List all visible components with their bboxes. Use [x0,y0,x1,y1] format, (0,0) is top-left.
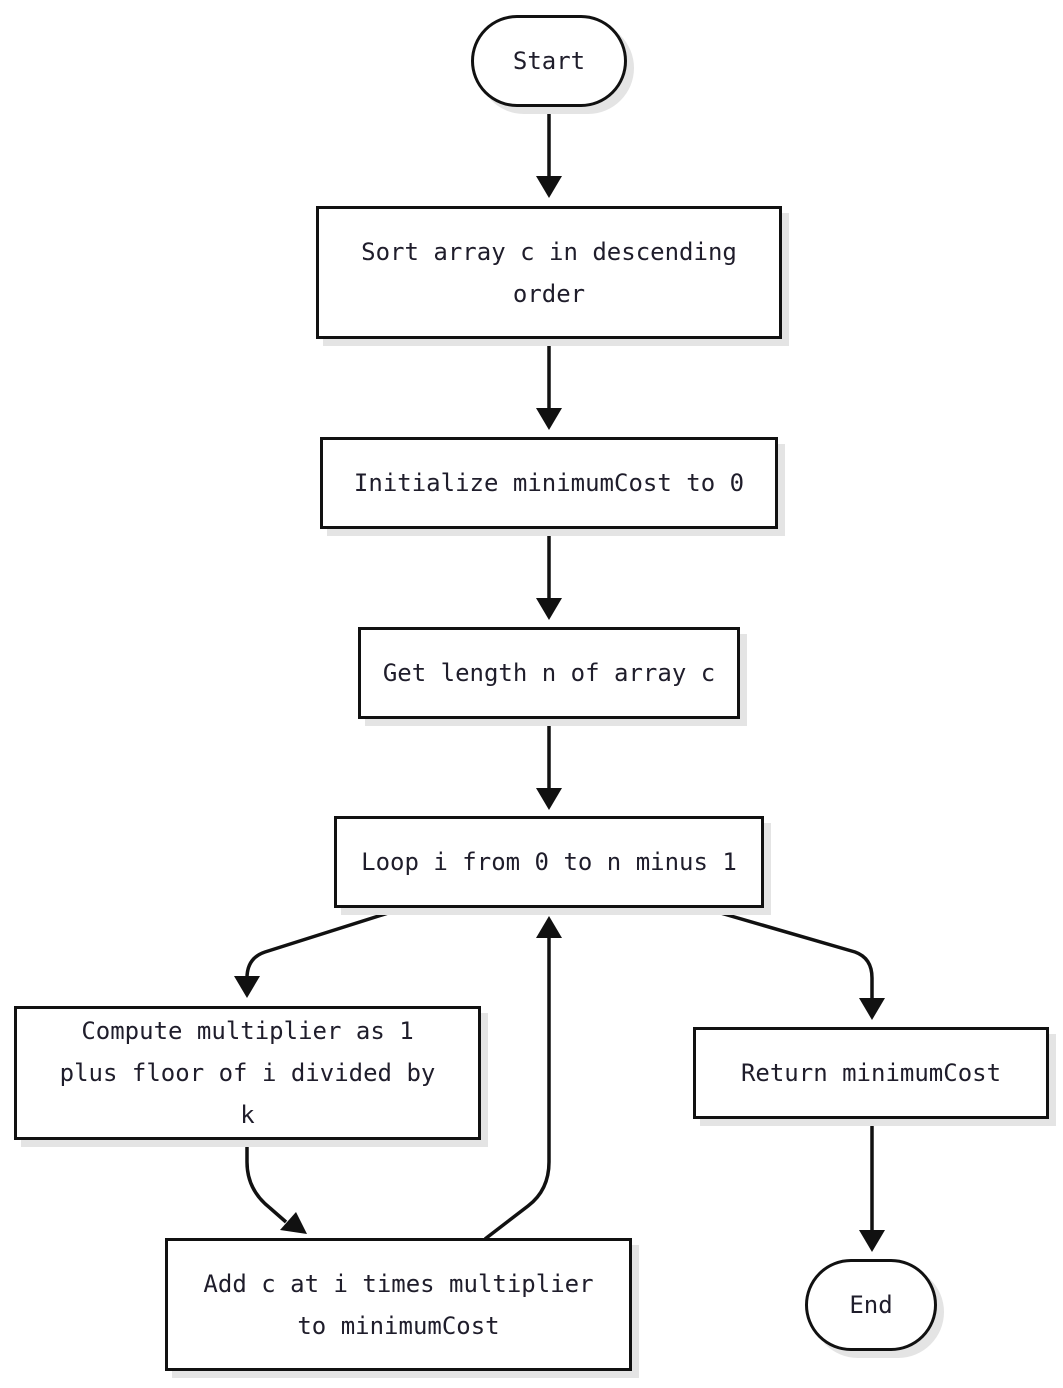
arrowhead-start-to-sort [536,176,562,198]
add-cost-label: Add c at i times multiplier to minimumCo… [203,1269,594,1340]
end-node: End [805,1259,937,1351]
sort-array-label: Sort array c in descending order [361,237,737,308]
arrowhead-compute-to-add [280,1212,307,1234]
loop-node: Loop i from 0 to n minus 1 [334,816,764,908]
edge-add-to-loop [483,938,551,1241]
arrowhead-loop-to-return [859,998,885,1020]
initialize-cost-node: Initialize minimumCost to 0 [320,437,778,529]
compute-multiplier-node: Compute multiplier as 1 plus floor of i … [14,1006,481,1140]
arrowhead-length-to-loop [536,788,562,810]
arrowhead-return-to-end [859,1230,885,1252]
arrowhead-loop-to-compute [234,976,260,998]
arrowhead-add-to-loop [536,916,562,938]
get-length-label: Get length n of array c [382,659,716,687]
edge-loop-to-compute [245,905,408,979]
edge-compute-to-add [245,1139,288,1224]
sort-array-node: Sort array c in descending order [316,206,782,339]
return-label: Return minimumCost [740,1059,1002,1087]
compute-multiplier-label: Compute multiplier as 1 plus floor of i … [59,1017,436,1129]
return-node: Return minimumCost [693,1027,1049,1119]
start-label: Start [512,47,586,75]
loop-label: Loop i from 0 to n minus 1 [361,848,737,876]
end-label: End [849,1291,893,1319]
start-node: Start [471,15,627,107]
arrowhead-sort-to-init [536,408,562,430]
initialize-cost-label: Initialize minimumCost to 0 [353,469,745,497]
add-cost-node: Add c at i times multiplier to minimumCo… [165,1238,632,1371]
arrowhead-init-to-length [536,598,562,620]
edge-loop-to-return [699,905,874,998]
get-length-node: Get length n of array c [358,627,740,719]
